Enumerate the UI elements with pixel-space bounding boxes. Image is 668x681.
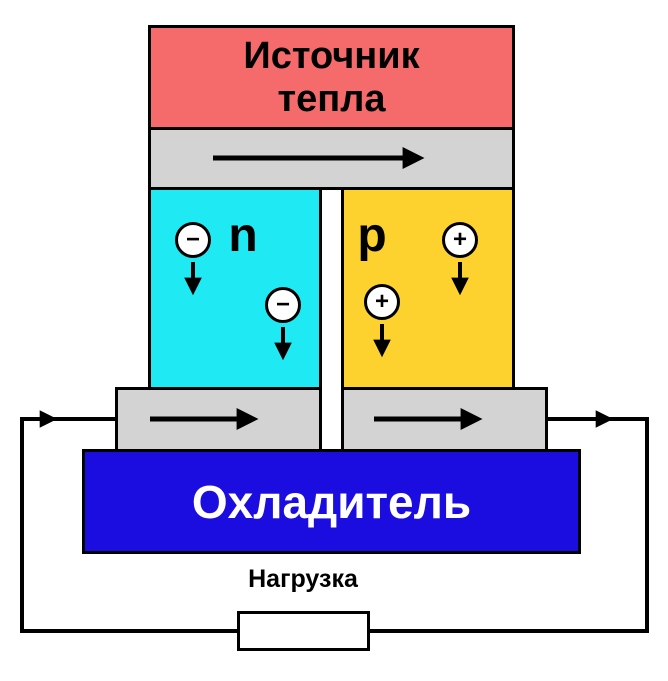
heat-source-box: Источник тепла xyxy=(148,25,515,130)
n-region-label: n xyxy=(228,209,258,262)
electron-icon: − xyxy=(265,287,301,323)
hole-symbol: + xyxy=(374,288,389,315)
n-type-semiconductor xyxy=(148,187,322,390)
load-label: Нагрузка xyxy=(248,565,358,593)
cooler-box: Охладитель xyxy=(82,449,581,554)
bottom-conductor-left-bar xyxy=(115,387,322,452)
hole-symbol: + xyxy=(452,226,467,253)
top-conductor-bar xyxy=(148,127,515,190)
hole-icon: + xyxy=(364,284,400,320)
load-resistor xyxy=(237,611,370,651)
heat-source-label-line1: Источник xyxy=(243,34,420,77)
heat-source-label-line2: тепла xyxy=(277,77,386,120)
heat-source-label: Источник тепла xyxy=(243,35,419,120)
hole-icon: + xyxy=(442,222,478,258)
bottom-conductor-right-bar xyxy=(341,387,548,452)
electron-symbol: − xyxy=(275,291,290,318)
electron-icon: − xyxy=(175,222,211,258)
electron-symbol: − xyxy=(185,226,200,253)
p-region-label: p xyxy=(357,209,387,262)
cooler-label: Охладитель xyxy=(191,475,472,528)
